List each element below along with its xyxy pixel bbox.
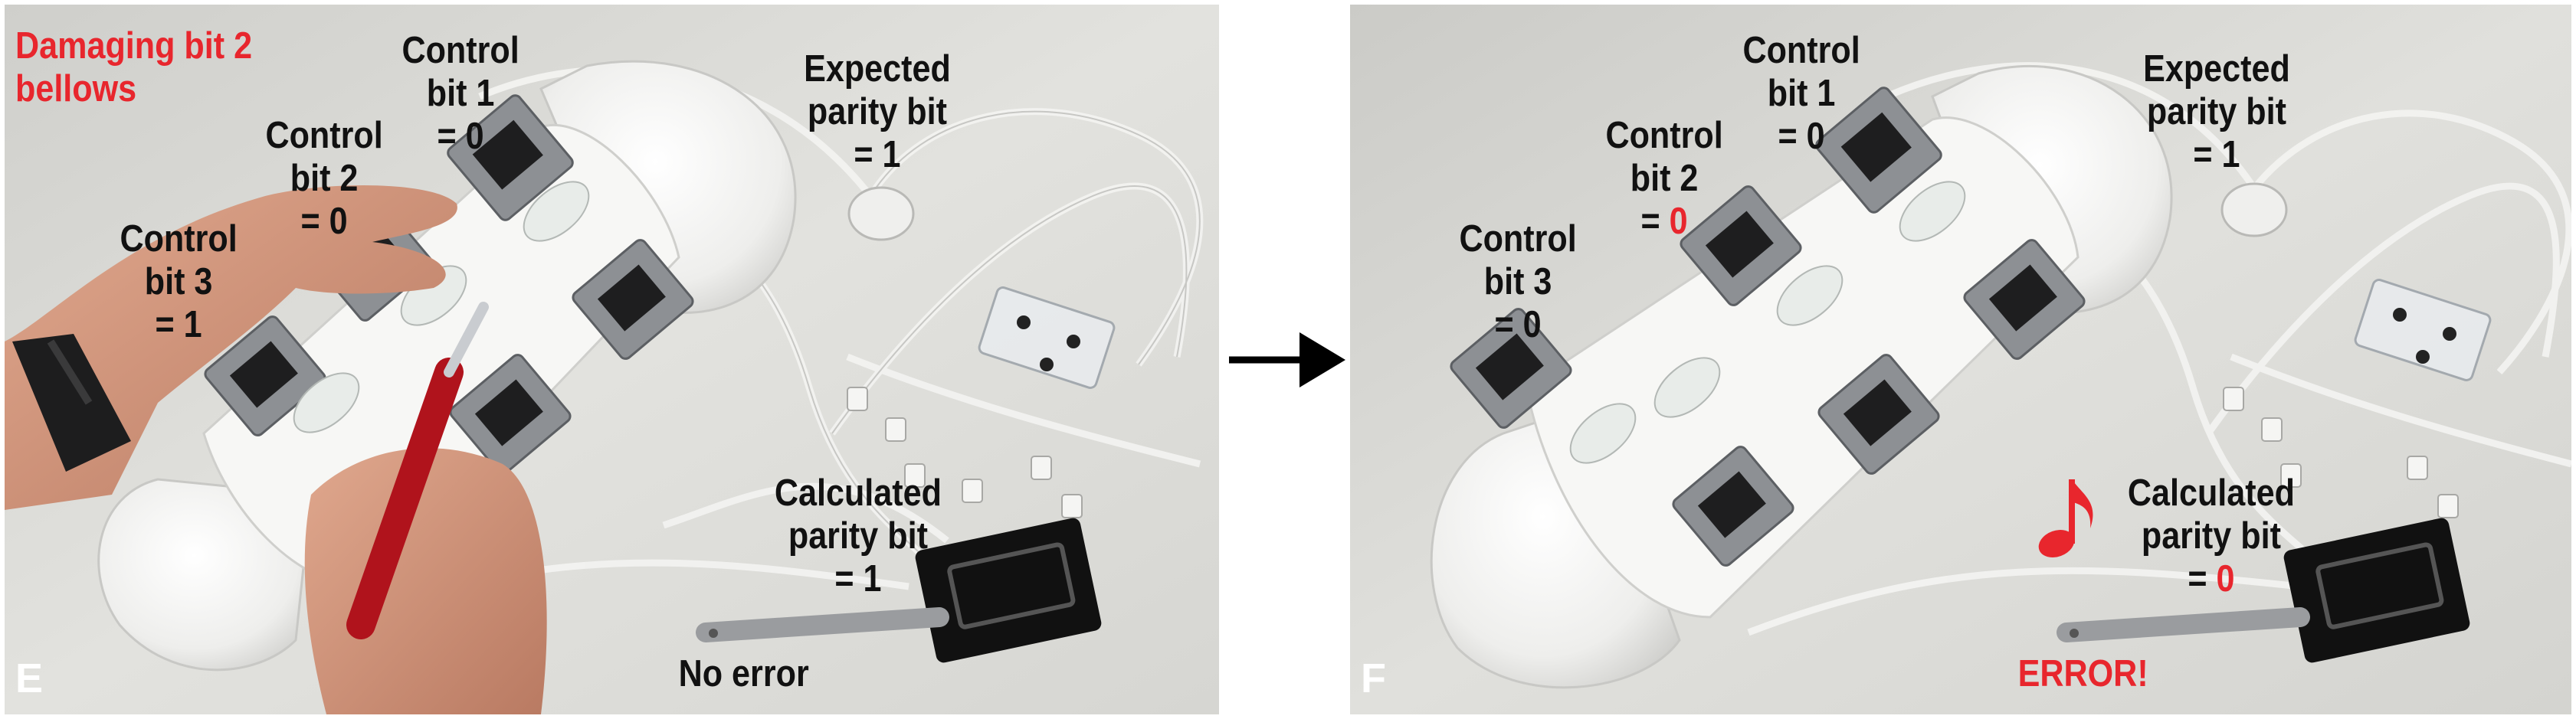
music-note-icon xyxy=(2038,479,2093,557)
panel-e-photo: Damaging bit 2 bellows Control bit 1 = 0… xyxy=(5,5,1219,714)
damage-header: Damaging bit 2 bellows xyxy=(15,25,252,110)
control-bit-1-label: Control bit 1 = 0 xyxy=(1742,30,1860,157)
calculated-parity-label: Calculated parity bit = 1 xyxy=(774,472,942,600)
arrow-right-icon xyxy=(1229,332,1345,387)
damage-header-line-1: Damaging bit 2 xyxy=(15,25,253,67)
expected-parity-label: Expected parity bit = 1 xyxy=(2143,48,2290,175)
control-bit-3-label: Control bit 3 = 0 xyxy=(1459,218,1577,345)
calculated-parity-value: 0 xyxy=(2216,558,2235,600)
control-bit-2-label: Control bit 2 = 0 xyxy=(1605,115,1723,242)
status-no-error: No error xyxy=(678,653,809,694)
control-bit-2-label: Control bit 2 = 0 xyxy=(265,115,383,242)
control-bit-1-label: Control bit 1 = 0 xyxy=(401,30,519,157)
control-bit-2-value: 0 xyxy=(1669,201,1688,242)
panel-f-letter: F xyxy=(1361,655,1386,701)
status-error: ERROR! xyxy=(2017,653,2148,694)
calculated-parity-label: Calculated parity bit = 0 xyxy=(2127,472,2295,600)
control-bit-3-label: Control bit 3 = 1 xyxy=(120,218,238,345)
expected-parity-label: Expected parity bit = 1 xyxy=(804,48,951,175)
panel-e-letter: E xyxy=(15,655,44,701)
panel-f-scene xyxy=(1350,5,2571,714)
panel-e-scene xyxy=(5,5,1219,714)
damage-header-line-2: bellows xyxy=(15,68,137,109)
panel-f-photo: Control bit 1 = 0 Control bit 2 = 0 Cont… xyxy=(1350,5,2571,714)
